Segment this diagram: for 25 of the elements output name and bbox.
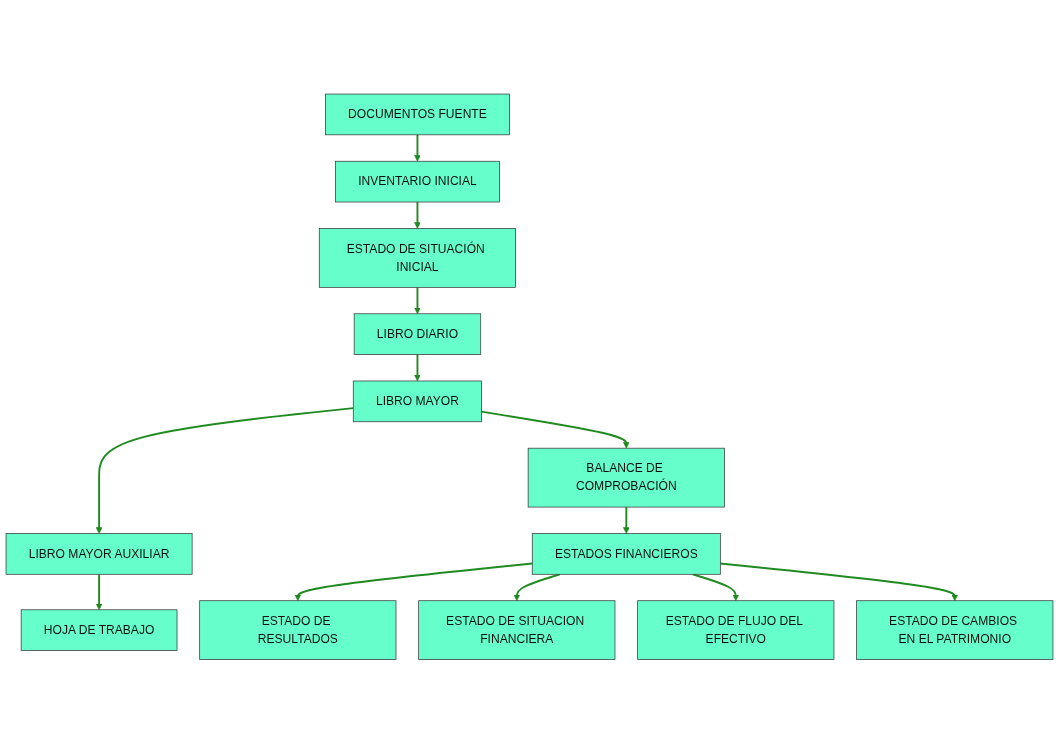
node-box: ESTADOS FINANCIEROS	[531, 532, 721, 575]
node-box: HOJA DE TRABAJO	[20, 609, 178, 651]
arrow	[414, 353, 421, 381]
arrow	[95, 573, 103, 610]
node-box: BALANCE DE COMPROBACIÓN	[527, 447, 725, 508]
arrow	[719, 562, 959, 601]
arrow	[294, 562, 534, 601]
node-box: DOCUMENTOS FUENTE	[325, 93, 510, 135]
node-box: ESTADO DE RESULTADOS	[199, 600, 397, 660]
node-box: ESTADO DE SITUACIÓN INICIAL	[318, 227, 516, 288]
arrow	[414, 200, 421, 229]
node-box: ESTADO DE CAMBIOS EN EL PATRIMONIO	[856, 600, 1054, 660]
node-box: LIBRO MAYOR AUXILIAR	[5, 532, 193, 575]
node-box: LIBRO MAYOR	[352, 380, 482, 422]
arrow	[414, 133, 421, 162]
arrow	[480, 410, 630, 449]
node-box: ESTADO DE FLUJO DEL EFECTIVO	[637, 600, 835, 660]
node-box: LIBRO DIARIO	[353, 313, 482, 355]
arrow	[623, 505, 630, 534]
arrow	[414, 286, 421, 314]
node-box: INVENTARIO INICIAL	[335, 160, 500, 203]
arrow	[691, 573, 740, 601]
arrow	[513, 573, 561, 601]
node-box: ESTADO DE SITUACION FINANCIERA	[418, 600, 616, 660]
arrow	[95, 406, 355, 534]
